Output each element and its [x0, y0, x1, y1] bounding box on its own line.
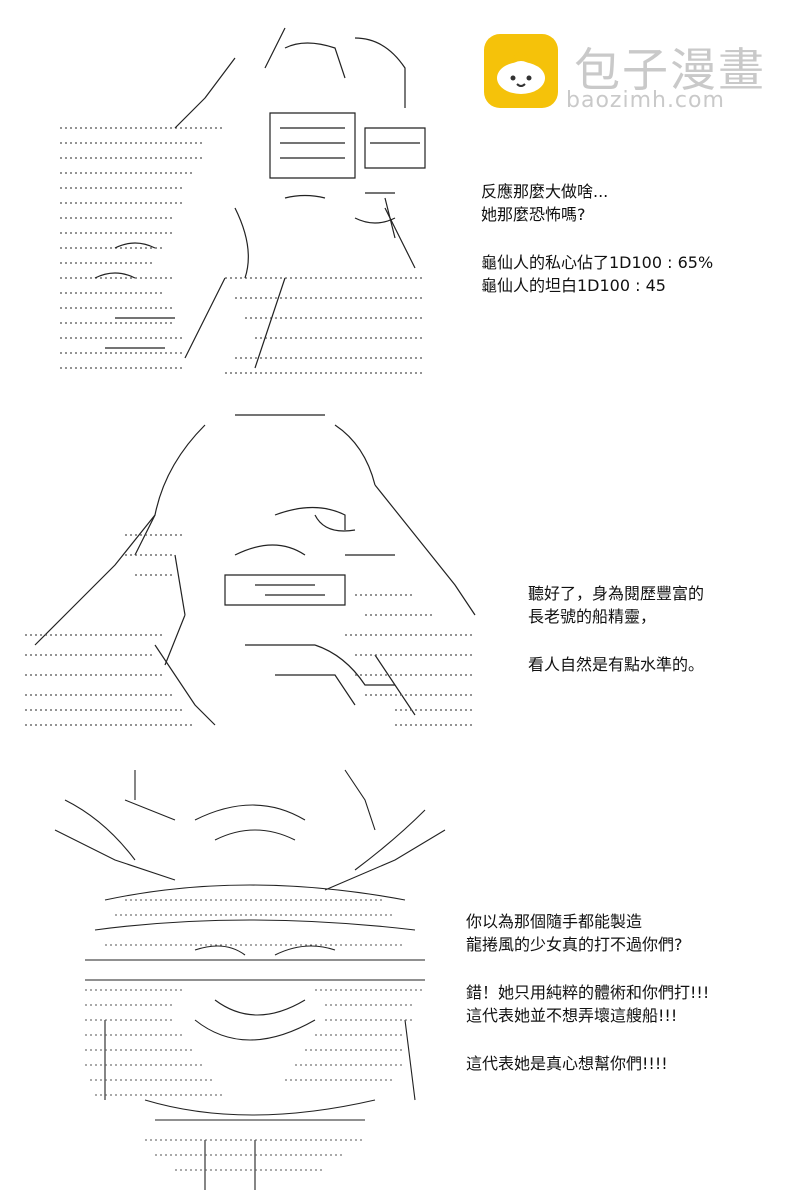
- dialog-line: 你以為那個隨手都能製造: [466, 912, 643, 931]
- logo-domain: baozimh.com: [566, 88, 725, 113]
- dialog-panel-2: 聽好了，身為閱歷豐富的 長老號的船精靈， 看人自然是有點水準的。: [528, 582, 704, 676]
- dialog-panel-1: 反應那麼大做啥... 她那麼恐怖嗎? 龜仙人的私心佔了1D100 : 65% 龜…: [481, 180, 713, 297]
- dialog-line: 龜仙人的私心佔了1D100 : 65%: [481, 253, 714, 272]
- steamed-bun-icon: [484, 34, 558, 108]
- dialog-panel-3: 你以為那個隨手都能製造 龍捲風的少女真的打不過你們? 錯！她只用純粹的體術和你們…: [466, 910, 709, 1075]
- dialog-line: 她那麼恐怖嗎?: [481, 205, 586, 224]
- dialog-line: 聽好了，身為閱歷豐富的: [528, 584, 705, 603]
- site-logo: 包子漫畫 baozimh.com: [484, 34, 776, 114]
- dialog-line: 錯！她只用純粹的體術和你們打!!!: [466, 983, 710, 1002]
- ascii-art-character-3: [45, 760, 465, 1190]
- dialog-line: 長老號的船精靈，: [528, 607, 657, 626]
- ascii-art-character-2: [15, 405, 485, 745]
- ascii-art-character-1: [55, 18, 445, 383]
- dialog-line: 龜仙人的坦白1D100 : 45: [481, 276, 666, 295]
- logo-text: 包子漫畫: [574, 43, 766, 97]
- dialog-line: 看人自然是有點水準的。: [528, 655, 705, 674]
- dialog-line: 這代表她是真心想幫你們!!!!: [466, 1054, 668, 1073]
- dialog-line: 龍捲風的少女真的打不過你們?: [466, 935, 683, 954]
- dialog-line: 反應那麼大做啥...: [481, 182, 609, 201]
- dialog-line: 這代表她並不想弄壞這艘船!!!: [466, 1006, 678, 1025]
